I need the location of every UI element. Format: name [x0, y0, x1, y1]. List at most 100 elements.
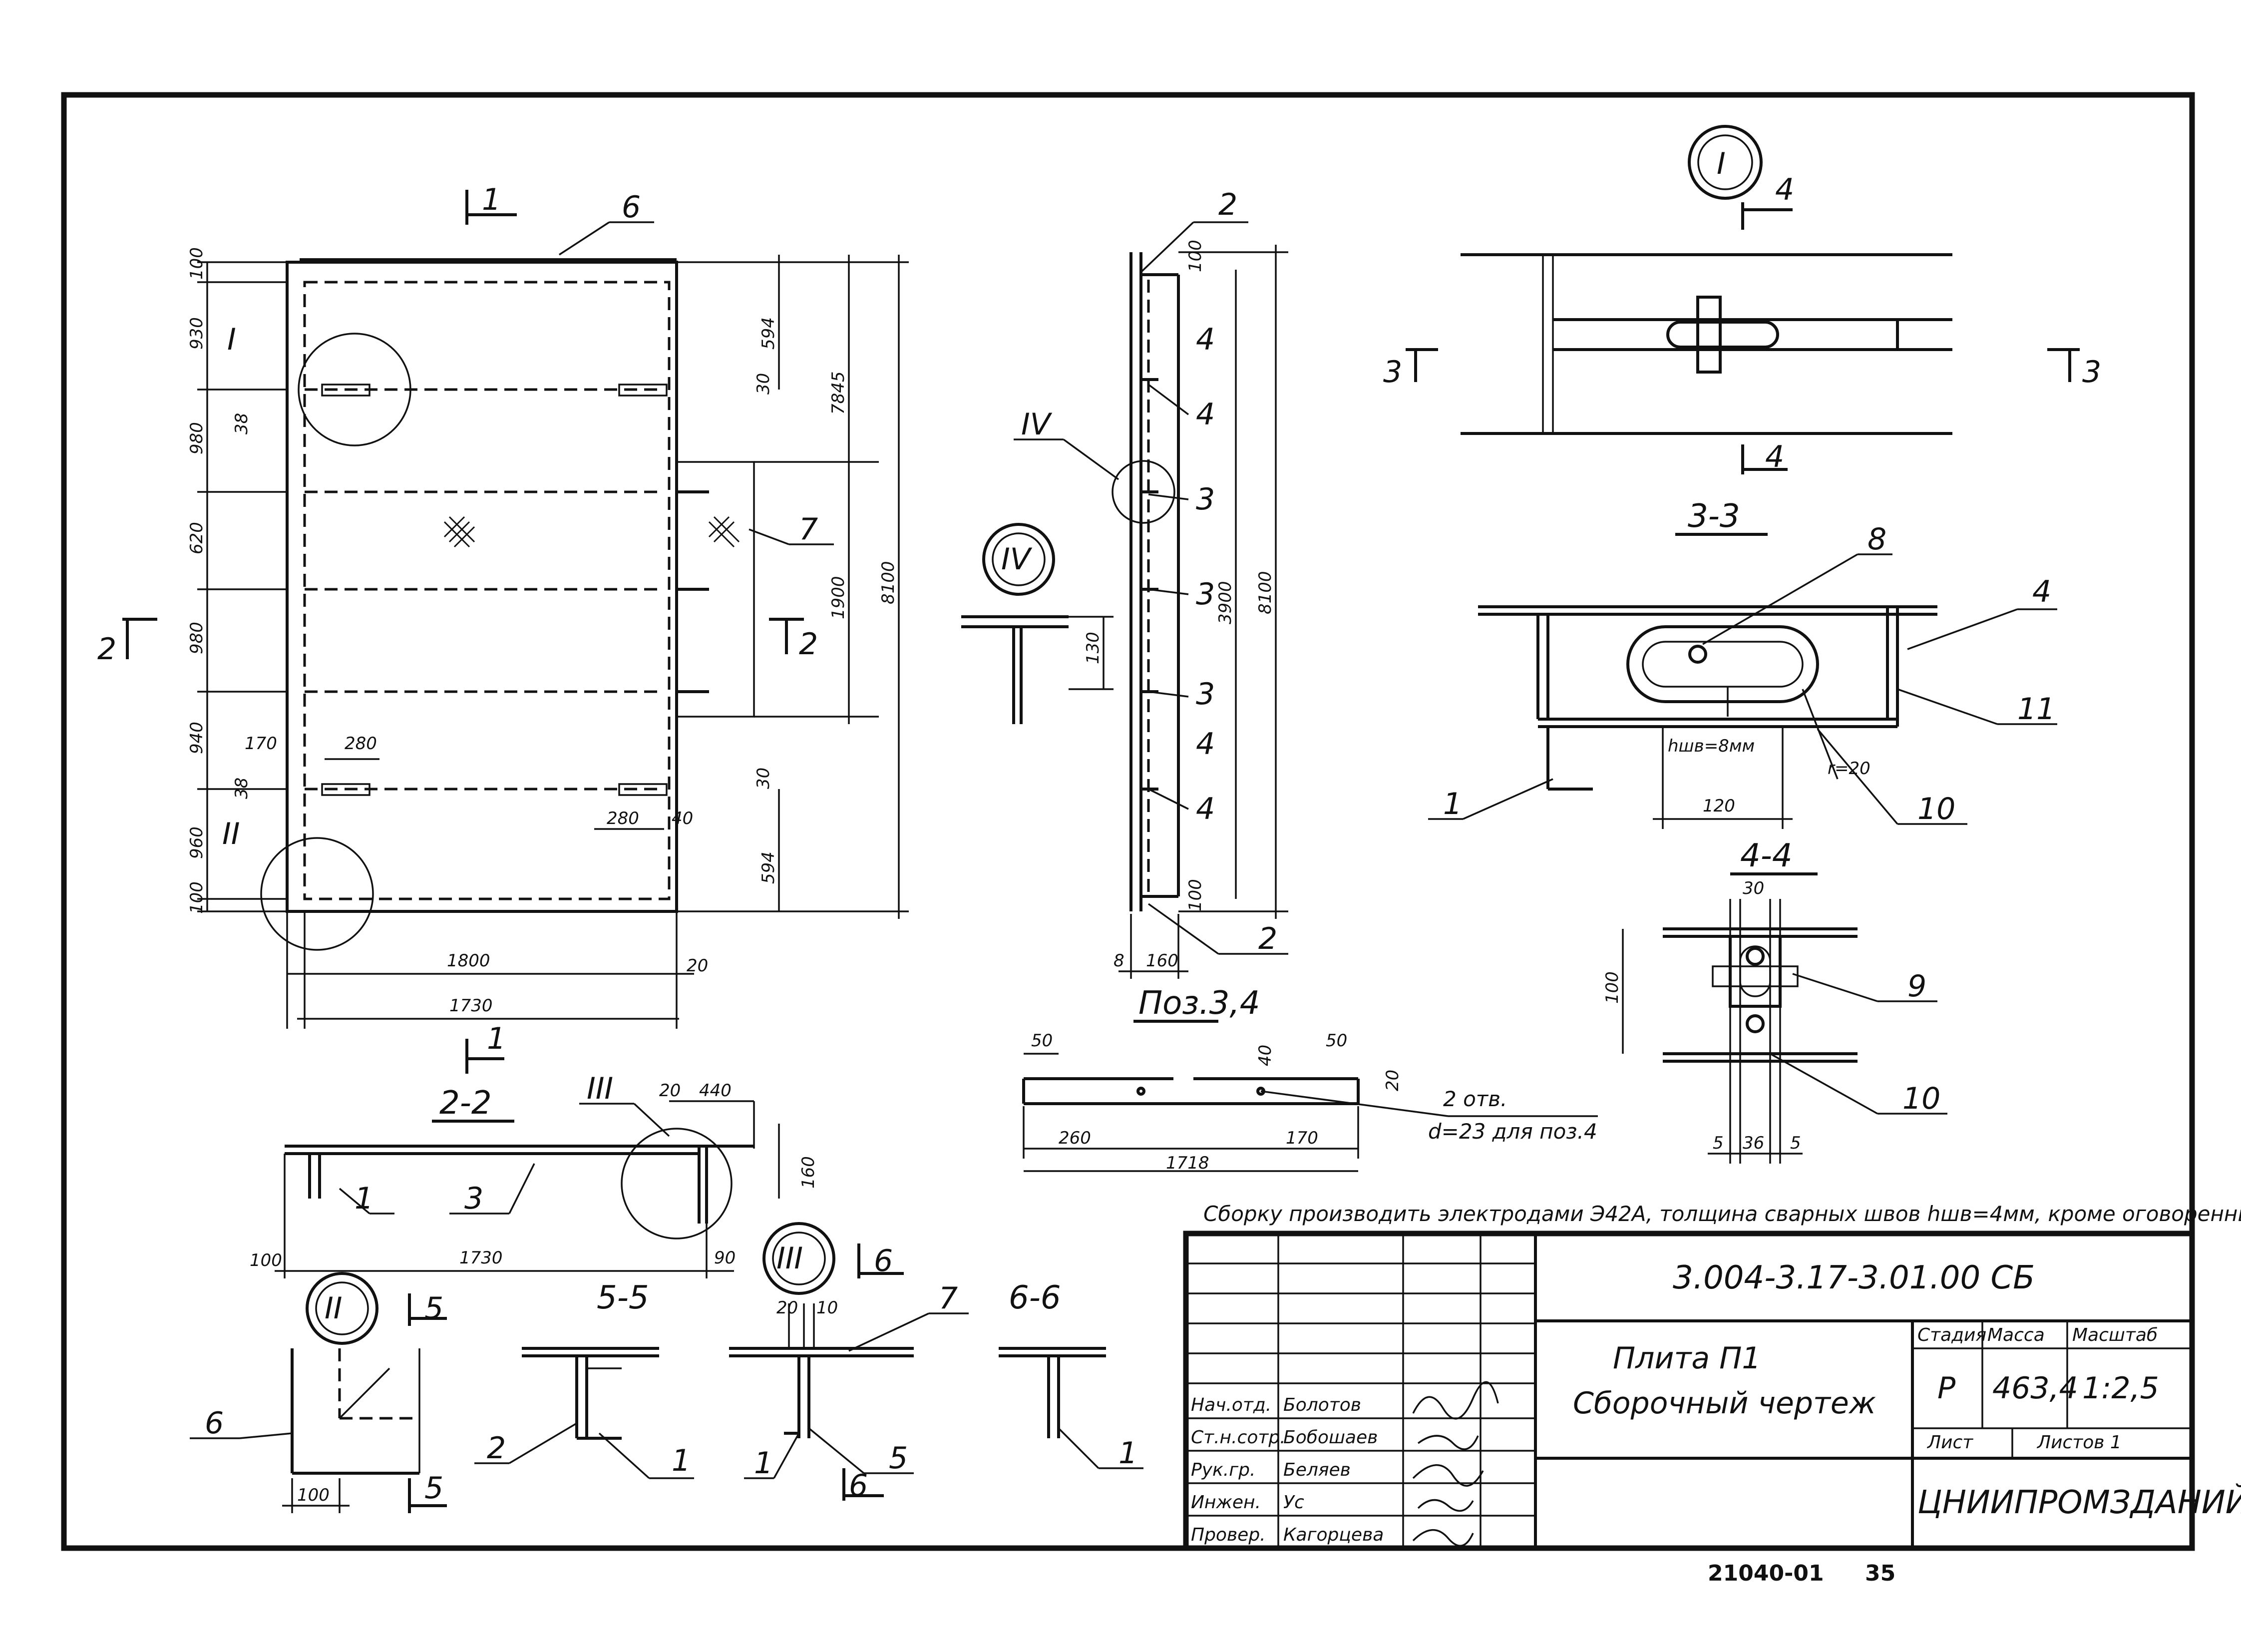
stamp-sheets: Листов 1	[2036, 1432, 2122, 1453]
stamp-col-scale: Масштаб	[2072, 1325, 2158, 1345]
detail-II-cut-5-bottom: 5	[424, 1471, 443, 1506]
s22-dim-90: 90	[714, 1248, 736, 1268]
plan-dim-8100: 8100	[878, 561, 898, 604]
detail-III: III 20 10 7 1 5 6 6	[729, 1222, 969, 1503]
s3-dim-10: 10	[816, 1298, 838, 1318]
signer-role-3: Рук.гр.	[1191, 1460, 1255, 1480]
signature-2	[1417, 1435, 1479, 1450]
s33-dim-120: 120	[1703, 796, 1735, 816]
detail-I-cut-4-top: 4	[1775, 172, 1794, 207]
s3-pos-5: 5	[889, 1441, 908, 1476]
plan-view: I II 100 930 980 620 980 940 960 100 38 …	[97, 182, 909, 1074]
sheet-frame	[61, 92, 2195, 1551]
signer-role-5: Провер.	[1191, 1525, 1266, 1545]
cut-mark-1-bottom: 1	[487, 1021, 506, 1056]
s44-pos-9: 9	[1907, 969, 1926, 1004]
general-note: Сборку производить электродами Э42А, тол…	[1203, 1202, 2241, 1226]
s44-dim-100: 100	[1602, 971, 1622, 1004]
signature-3	[1412, 1464, 1484, 1487]
s22-callout-III: III	[587, 1071, 613, 1106]
stamp-code: 3.004-3.17-3.01.00 СБ	[1673, 1259, 2035, 1296]
side-pos-3a: 3	[1196, 482, 1215, 517]
plan-dim-38a: 38	[232, 413, 252, 434]
plan-dim-170: 170	[245, 734, 277, 754]
plan-dim-280b: 280	[607, 809, 639, 828]
plan-pos-7: 7	[799, 512, 818, 547]
s3-cut-6-bottom: 6	[849, 1468, 868, 1503]
signer-name-5: Кагорцева	[1283, 1525, 1384, 1545]
poz-holes: 2 отв.	[1443, 1087, 1507, 1111]
signer-role-4: Инжен.	[1191, 1492, 1261, 1513]
detail-IV-label: IV	[1001, 542, 1033, 577]
s44-dim-5b: 5	[1790, 1133, 1801, 1153]
plan-pos-6: 6	[622, 190, 641, 225]
s44-dim-5a: 5	[1713, 1133, 1724, 1153]
side-pos-3b: 3	[1196, 577, 1215, 612]
s22-dim-1730: 1730	[459, 1248, 503, 1268]
poz-dim-260: 260	[1059, 1128, 1091, 1148]
plan-dim-40: 40	[672, 809, 693, 828]
detail-II-cut-5-top: 5	[424, 1291, 443, 1326]
signature-4	[1417, 1499, 1474, 1512]
side-dim-8100: 8100	[1255, 571, 1275, 614]
poz-dim-50a: 50	[1031, 1031, 1053, 1051]
plan-dim-594: 594	[758, 317, 778, 350]
s55-pos-1: 1	[672, 1443, 691, 1478]
side-dim-3900: 3900	[1215, 581, 1235, 624]
signer-name-1: Болотов	[1283, 1395, 1361, 1415]
s33-weld: hшв=8мм	[1668, 736, 1755, 756]
plan-dim-30b: 30	[753, 768, 773, 789]
side-pos-2-top: 2	[1218, 187, 1237, 222]
poz-dim-20: 20	[1383, 1070, 1403, 1091]
s66-pos-1: 1	[1119, 1436, 1137, 1471]
plan-dim-38b: 38	[232, 778, 252, 799]
side-pos-3c: 3	[1196, 677, 1215, 712]
side-dim-8: 8	[1114, 951, 1124, 971]
signature-1	[1412, 1381, 1499, 1420]
plan-left-dim-3: 980	[187, 422, 207, 454]
s33-pos-10: 10	[1917, 792, 1955, 826]
plan-dim-1730: 1730	[449, 996, 493, 1016]
detail-IV: IV 130	[961, 523, 1114, 724]
plan-left-dim-8: 100	[187, 881, 207, 914]
stamp-title-2: Сборочный чертеж	[1573, 1386, 1876, 1421]
side-dim-160: 160	[1146, 951, 1178, 971]
stamp-title-1: Плита П1	[1613, 1341, 1761, 1376]
signer-role-1: Нач.отд.	[1191, 1395, 1271, 1415]
stamp-org: ЦНИИПРОМЗДАНИЙ	[1917, 1483, 2241, 1521]
section-5-5: 5-5 2 1	[474, 1279, 694, 1479]
section-3-3: 3-3 120 hшв=8мм r=20 8 4 11 1 10	[1428, 498, 2057, 829]
poz-holes-d: d=23 для поз.4	[1428, 1119, 1597, 1144]
side-pos-2-bottom: 2	[1258, 921, 1277, 956]
plan-left-dim-4: 620	[187, 522, 207, 554]
poz-3-4-title: Поз.3,4	[1138, 985, 1260, 1022]
detail-II: II 100 6 5 5	[190, 1272, 447, 1513]
s33-pos-4: 4	[2032, 574, 2051, 609]
section-4-4: 4-4 30 100 5 36 5 9 10	[1602, 837, 1947, 1164]
signer-name-2: Бобошаев	[1283, 1427, 1378, 1448]
detail-III-label: III	[776, 1241, 803, 1276]
s44-dim-36: 36	[1743, 1133, 1764, 1153]
plan-dim-7845: 7845	[828, 371, 848, 414]
s3-dim-20: 20	[776, 1298, 798, 1318]
detail-II-label: II	[325, 1291, 342, 1326]
section-2-2-title: 2-2	[439, 1085, 492, 1122]
signer-role-2: Ст.н.сотр.	[1191, 1427, 1286, 1448]
plan-left-dim-7: 960	[187, 826, 207, 859]
plan-left-dim-1: 100	[187, 247, 207, 280]
plan-dim-1800: 1800	[447, 951, 490, 971]
s55-pos-2: 2	[487, 1431, 506, 1466]
side-pos-4b: 4	[1196, 397, 1215, 432]
section-4-4-title: 4-4	[1740, 837, 1793, 874]
section-3-3-title: 3-3	[1688, 498, 1740, 535]
section-5-5-title: 5-5	[597, 1279, 649, 1316]
detail-I-cut-3-right: 3	[2082, 355, 2101, 390]
s22-pos-1: 1	[355, 1181, 374, 1216]
detail-I-label: I	[1717, 146, 1726, 181]
stamp-stage: Р	[1937, 1371, 1956, 1406]
s22-dim-160: 160	[798, 1156, 818, 1189]
s44-dim-30: 30	[1743, 878, 1764, 898]
title-block: 3.004-3.17-3.01.00 СБ Плита П1 Сборочный…	[1183, 1231, 2241, 1551]
side-pos-4c: 4	[1196, 727, 1215, 762]
signature-5	[1412, 1529, 1474, 1547]
